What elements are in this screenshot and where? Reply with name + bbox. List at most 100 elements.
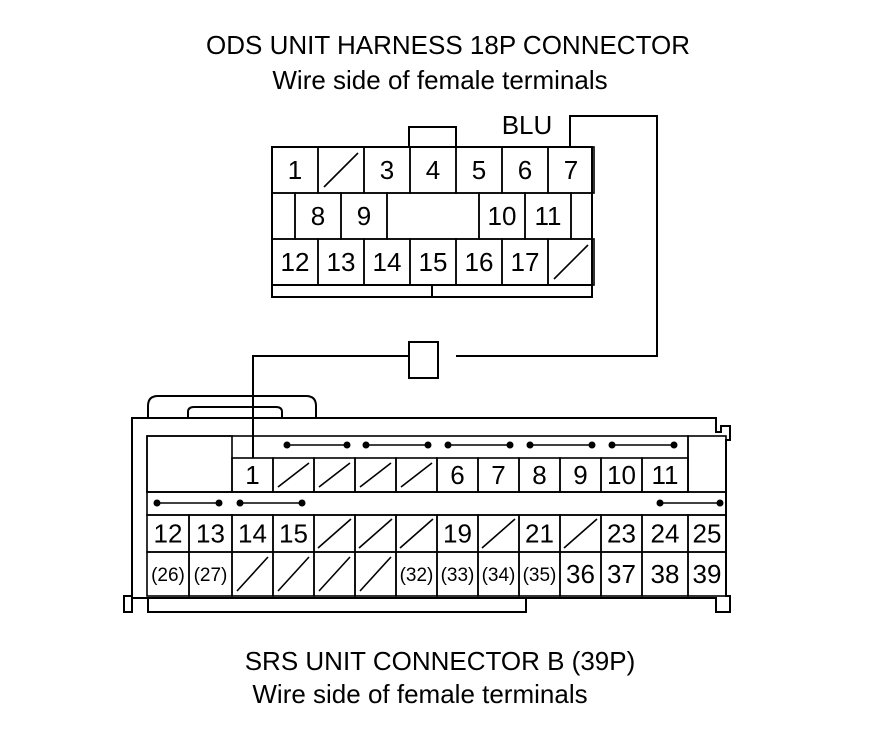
shorting-bar-end	[424, 441, 432, 449]
unused-terminal-mark	[563, 518, 598, 549]
shorting-bar-end	[444, 441, 452, 449]
shorting-bar	[236, 499, 306, 507]
terminal-number: 7	[491, 460, 505, 490]
shorting-bar	[608, 441, 678, 449]
terminal-cell: 8	[518, 457, 561, 493]
terminal-number: 9	[573, 460, 587, 490]
unused-terminal-mark	[481, 518, 516, 549]
shorting-bar	[153, 499, 223, 507]
terminal-number: 12	[281, 247, 310, 277]
unused-terminal-mark	[317, 518, 352, 549]
shorting-bar-end	[670, 441, 678, 449]
unused-terminal-mark	[359, 462, 392, 488]
shorting-bars	[153, 441, 724, 507]
terminal-cell: (32)	[395, 551, 438, 597]
unused-terminal-mark	[359, 556, 392, 592]
terminal-number: 25	[693, 519, 722, 549]
terminal-cell: 7	[477, 457, 520, 493]
terminal-cell	[272, 551, 315, 597]
terminal-cell	[354, 457, 397, 493]
shorting-bar-end	[716, 499, 724, 507]
terminal-cell: 14	[231, 514, 274, 553]
terminal-cell: 15	[409, 238, 457, 286]
terminal-cell: (27)	[188, 551, 233, 597]
shorting-bar-end	[608, 441, 616, 449]
terminal-number: 15	[419, 247, 448, 277]
terminal-cell: 12	[146, 514, 190, 553]
terminal-cell: (26)	[146, 551, 190, 597]
unused-terminal-mark	[277, 556, 310, 592]
unused-terminal-mark	[400, 462, 433, 488]
terminal-cell: 9	[559, 457, 602, 493]
wire-segment-upper	[456, 115, 658, 357]
terminal-number: 24	[651, 519, 680, 549]
terminal-number: 11	[535, 201, 562, 231]
terminal-cell	[477, 514, 520, 553]
terminal-number: 36	[566, 559, 595, 589]
terminal-number: 10	[488, 201, 517, 231]
shorting-bar-end	[588, 441, 596, 449]
terminal-cell: 15	[272, 514, 315, 553]
terminal-number: (26)	[151, 565, 185, 586]
terminal-cavity	[547, 238, 595, 286]
terminal-number: (33)	[441, 565, 475, 586]
shorting-bar	[362, 441, 432, 449]
unused-terminal-mark	[318, 462, 351, 488]
terminal-cell	[354, 514, 397, 553]
shorting-bar-end	[362, 441, 370, 449]
terminal-number: (32)	[400, 565, 434, 586]
shorting-bar-end	[153, 499, 161, 507]
terminal-cell: 36	[559, 551, 602, 597]
shorting-bar	[656, 499, 724, 507]
terminal-cell	[313, 551, 356, 597]
terminal-cell: 6	[436, 457, 479, 493]
connector-lower-tab	[147, 598, 527, 613]
terminal-cell	[231, 551, 274, 597]
terminal-number: (35)	[523, 565, 557, 586]
srs-connector-housing	[123, 417, 731, 613]
terminal-cell: (34)	[477, 551, 520, 597]
terminal-cell: 19	[436, 514, 479, 553]
blank-cavity-right	[687, 435, 727, 493]
terminal-cell: 14	[363, 238, 411, 286]
shorting-bar-end	[526, 441, 534, 449]
terminal-cell: (33)	[436, 551, 479, 597]
middle-upper-band	[146, 491, 727, 516]
unused-terminal-mark	[323, 152, 359, 188]
terminal-number: 21	[525, 519, 554, 549]
bottom-connector-subtitle: Wire side of female terminals	[252, 679, 587, 709]
terminal-number: 1	[245, 460, 259, 490]
shorting-bar-end	[236, 499, 244, 507]
terminal-number: 15	[279, 519, 308, 549]
terminal-cell	[354, 551, 397, 597]
terminal-cell: 10	[600, 457, 643, 493]
shorting-bar	[444, 441, 514, 449]
terminal-number: 12	[154, 519, 183, 549]
terminal-cell: 23	[600, 514, 643, 553]
terminal-cell: 38	[641, 551, 689, 597]
blu-wire	[252, 115, 658, 458]
terminal-number: 13	[196, 519, 225, 549]
connector-hood-inner	[187, 406, 283, 418]
terminal-number: 8	[532, 460, 546, 490]
bottom-connector-title: SRS UNIT CONNECTOR B (39P)	[245, 646, 636, 676]
shorting-bar-end	[656, 499, 664, 507]
terminal-number: (27)	[194, 565, 228, 586]
unused-terminal-mark	[553, 244, 589, 280]
terminal-cell: 39	[687, 551, 727, 597]
terminal-cell	[313, 514, 356, 553]
terminal-number: 8	[311, 201, 325, 231]
terminal-cell: 13	[317, 238, 365, 286]
unused-terminal-mark	[236, 556, 269, 592]
terminal-number: 5	[472, 155, 486, 185]
terminal-number: 14	[373, 247, 402, 277]
shorting-bar-end	[298, 499, 306, 507]
terminal-number: 11	[652, 460, 679, 490]
terminal-cell: 25	[687, 514, 727, 553]
terminal-cavity	[687, 551, 727, 597]
